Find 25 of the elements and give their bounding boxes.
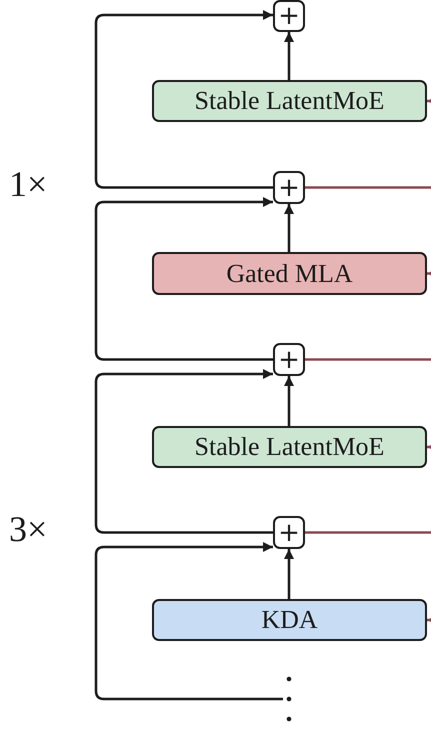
arrow [284, 32, 294, 80]
output-line [305, 186, 431, 189]
input-arrow [427, 618, 431, 622]
arrow [284, 204, 294, 252]
layer-block: Gated MLA [152, 252, 427, 295]
output-line [305, 531, 431, 534]
addition-node: + [273, 516, 305, 549]
skip-connection-arrow [94, 369, 273, 534]
repeat-count: 1× [9, 166, 48, 202]
arrow [284, 549, 294, 599]
output-line [305, 358, 431, 361]
skip-connection-arrow [94, 542, 283, 700]
addition-node: + [273, 171, 305, 204]
repeat-count: 3× [9, 511, 48, 547]
layer-block: Stable LatentMoE [152, 426, 427, 468]
addition-node: + [273, 343, 305, 376]
skip-connection-arrow [94, 197, 273, 361]
layer-block: KDA [152, 599, 427, 641]
addition-node: + [273, 0, 305, 32]
input-arrow [427, 272, 431, 276]
input-arrow [427, 445, 431, 449]
input-arrow [427, 99, 431, 103]
arrow [284, 376, 294, 426]
skip-connection-arrow [94, 10, 273, 189]
layer-block: Stable LatentMoE [152, 80, 427, 122]
